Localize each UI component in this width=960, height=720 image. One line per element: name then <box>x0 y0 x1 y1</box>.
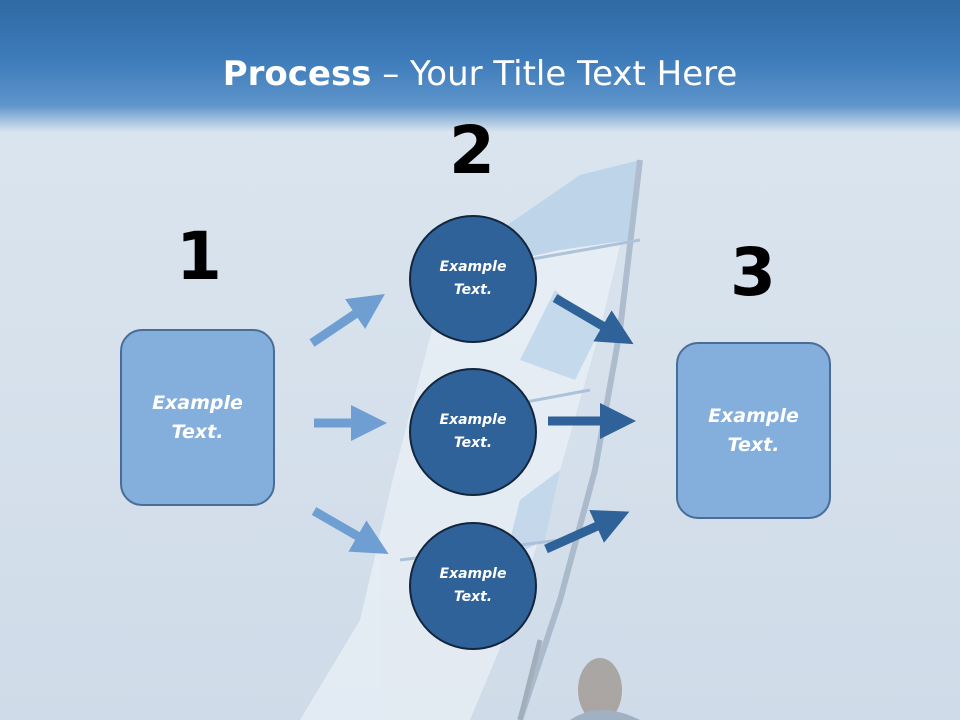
step-number-3: 3 <box>730 234 776 311</box>
step-number-2: 2 <box>449 112 495 189</box>
title-bold: Process <box>222 54 372 94</box>
arrow-box-to-bottom-circle <box>311 507 389 554</box>
arrow-bottom-circle-to-right-box <box>544 509 630 554</box>
circle-bottom-line1: Example <box>439 566 507 582</box>
circle-bottom-line2: Text. <box>453 589 493 605</box>
right-box-line1: Example <box>708 404 799 427</box>
circle-middle-line1: Example <box>439 412 507 428</box>
title-rest: – Your Title Text Here <box>371 54 738 94</box>
arrow-top-circle-to-right-box <box>552 294 634 345</box>
step-number-1: 1 <box>176 218 222 295</box>
circle-middle-line2: Text. <box>453 435 493 451</box>
slide-title: Process – Your Title Text Here <box>0 52 960 96</box>
right-box-line2: Text. <box>727 433 780 456</box>
left-box-line1: Example <box>152 391 243 414</box>
left-box-line2: Text. <box>171 420 224 443</box>
arrow-box-to-top-circle <box>309 293 385 347</box>
circle-top-line1: Example <box>439 259 507 275</box>
circle-top-line2: Text. <box>453 282 493 298</box>
header-banner <box>0 0 960 132</box>
